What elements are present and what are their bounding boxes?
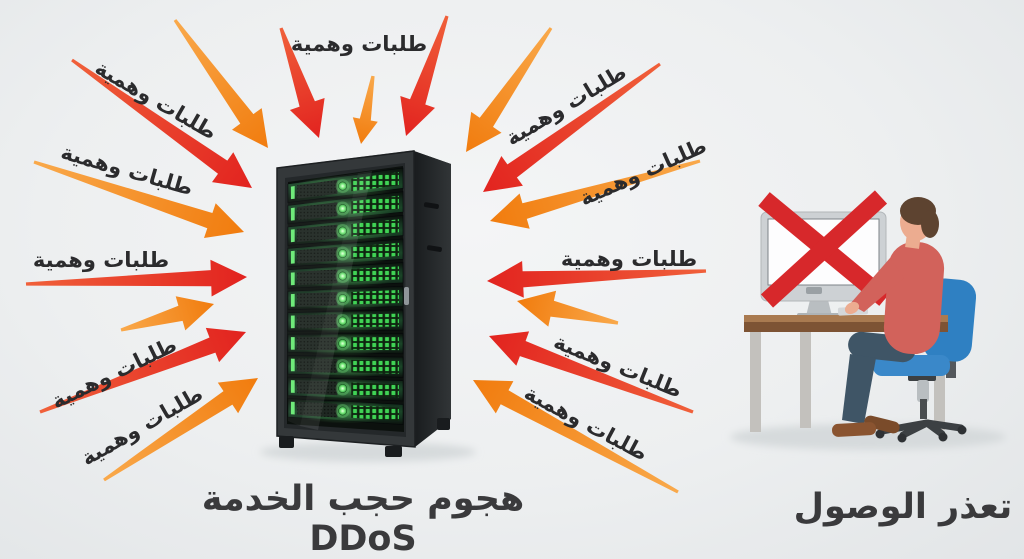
server-side-vent — [423, 202, 439, 209]
server-unit — [287, 398, 404, 426]
attack-arrow-red — [487, 261, 707, 298]
person-arm — [850, 258, 904, 312]
person-torso — [883, 241, 945, 355]
attack-arrow-orange — [473, 380, 679, 494]
fake-requests-label: طلبات وهمية — [58, 139, 196, 201]
chair-wheel — [875, 429, 885, 439]
attack-arrow-orange — [490, 159, 701, 229]
server-unit — [287, 355, 404, 379]
server-unit — [287, 262, 404, 289]
attack-arrow-orange — [466, 27, 553, 153]
monitor-chin-badge — [806, 287, 822, 294]
server-units — [287, 167, 404, 426]
monitor-stand-neck — [806, 300, 832, 316]
attack-arrow-red — [483, 62, 661, 193]
desk-leg — [934, 326, 945, 430]
blocked-user-scene — [730, 190, 1006, 450]
person-at-desk — [832, 197, 945, 437]
server-rack — [260, 150, 476, 462]
person-shoe — [864, 415, 900, 434]
server-unit — [287, 191, 404, 225]
attack-arrow-red — [71, 58, 252, 189]
person-hair-back — [921, 210, 939, 238]
server-foot — [385, 446, 402, 457]
chair-stem — [917, 380, 929, 402]
server-side-vent — [426, 245, 442, 252]
chair-wheel — [938, 432, 948, 442]
person-shin — [842, 354, 876, 424]
fake-requests-label: طلبات وهمية — [575, 133, 711, 211]
server-door-handle — [404, 287, 409, 305]
server-unit — [287, 376, 404, 402]
attack-arrow-orange — [103, 378, 258, 482]
fake-requests-label: طلبات وهمية — [290, 32, 428, 56]
chair-wheel — [897, 433, 907, 443]
attack-arrow-red — [489, 331, 694, 414]
server-foot — [437, 418, 450, 430]
desk-leg — [800, 326, 811, 428]
fake-requests-label: طلبات وهمية — [520, 380, 652, 466]
server-unit — [287, 167, 404, 203]
ddos-caption: هجوم حجب الخدمة DDoS — [201, 479, 525, 559]
server-unit — [287, 285, 404, 311]
x-mark-icon — [758, 190, 891, 308]
server-unit — [287, 309, 404, 334]
fake-requests-label: طلبات وهمية — [550, 329, 686, 403]
person-shoe — [832, 422, 877, 437]
attack-arrow-orange — [352, 75, 378, 144]
server-unit — [287, 333, 404, 356]
attack-arrow-orange — [517, 290, 619, 327]
fake-requests-label: طلبات وهمية — [501, 59, 631, 151]
desk-front-edge — [744, 322, 948, 332]
attack-arrow-orange — [33, 160, 244, 238]
desk-top-surface — [744, 315, 948, 323]
server-foot — [279, 436, 294, 448]
glass-reflection-streak — [300, 171, 372, 430]
attack-arrow-red — [25, 259, 248, 297]
access-denied-caption: تعذر الوصول — [793, 487, 1013, 527]
server-side-panel — [414, 151, 451, 447]
desk-leg — [750, 326, 761, 432]
fake-requests-label: طلبات وهمية — [32, 248, 170, 272]
chair-stem-lower — [920, 399, 927, 419]
fake-requests-label: طلبات وهمية — [560, 247, 698, 271]
server-unit — [287, 214, 404, 246]
attack-arrow-orange — [120, 296, 214, 332]
attack-arrow-red — [39, 327, 247, 414]
person-hand — [844, 301, 860, 315]
attack-arrow-red — [279, 27, 325, 138]
fake-requests-label: طلبات وهمية — [91, 55, 221, 145]
chair-wheel — [957, 425, 967, 435]
attack-arrow-orange — [173, 19, 268, 148]
server-shadow — [260, 442, 476, 462]
server-unit — [287, 238, 404, 268]
glass-reflection — [288, 173, 358, 426]
monitor — [758, 190, 891, 319]
attack-arrow-red — [400, 15, 449, 136]
